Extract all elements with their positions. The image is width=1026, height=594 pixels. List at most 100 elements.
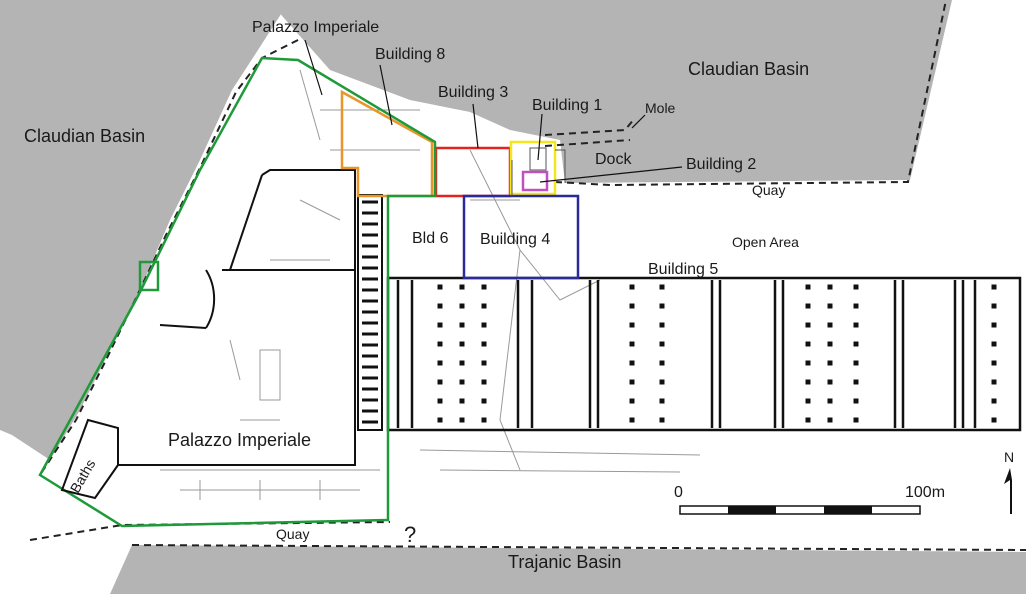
building-5-pier [459, 398, 465, 404]
building-5-pier [805, 303, 811, 309]
quay-bottom-label: Quay [276, 526, 309, 542]
baths-block [60, 418, 119, 500]
building-1-leader [537, 113, 543, 161]
building-5-pier [629, 303, 635, 309]
building-5-pier [991, 284, 997, 290]
building-5-warehouse [386, 276, 1022, 432]
building-5-pier [991, 417, 997, 423]
building-5-pier [629, 417, 635, 423]
palazzo-diagonal-wall [159, 174, 263, 329]
building-5-pier [805, 284, 811, 290]
trajanic-basin-water [110, 545, 1026, 594]
building-5-pier [991, 360, 997, 366]
building-5-pier [853, 379, 859, 385]
building-5-pier [481, 303, 487, 309]
building-8-outline [340, 89, 434, 198]
map-labels: Claudian Basin Claudian Basin Trajanic B… [24, 19, 809, 572]
scale-bar: 0 100m [674, 484, 945, 515]
palazzo-imperiale-top-label: Palazzo Imperiale [252, 19, 379, 36]
claudian-basin-left-label: Claudian Basin [24, 126, 145, 146]
building-8-leader [379, 64, 393, 126]
building-5-pier [481, 341, 487, 347]
building-5-pier [805, 379, 811, 385]
faint-traces [160, 69, 701, 500]
building-5-pier [659, 360, 665, 366]
building-5-pier [437, 379, 443, 385]
building-5-pier [659, 303, 665, 309]
building-5-pier [659, 284, 665, 290]
building-5-pier [827, 322, 833, 328]
palazzo-top-leader [304, 39, 323, 96]
dock-label: Dock [595, 151, 632, 168]
building-5-pier [805, 360, 811, 366]
building-5-dividers [396, 280, 977, 428]
claudian-basin-left-water [0, 0, 290, 460]
mole-label: Mole [645, 100, 676, 116]
building-5-pier [853, 417, 859, 423]
building-5-pier [459, 417, 465, 423]
building-2-outline [521, 170, 549, 192]
claudian-basin-right-water [268, 0, 952, 183]
building-5-pier [459, 303, 465, 309]
north-arrow-icon [1004, 468, 1012, 514]
building-5-pier [629, 379, 635, 385]
building-5-pier [437, 417, 443, 423]
trajanic-shore [131, 544, 1026, 551]
building-4-label: Building 4 [480, 231, 550, 248]
building-5-pier [659, 379, 665, 385]
building-5-pier [629, 341, 635, 347]
building-5-pier [659, 341, 665, 347]
scale-end-label: 100m [905, 484, 945, 501]
building-5-pier [991, 341, 997, 347]
palazzo-green-outline [38, 56, 437, 528]
colonnade-ticks [362, 200, 378, 424]
building-5-pier [459, 284, 465, 290]
building-5-pier [481, 398, 487, 404]
quay-right-shore [554, 0, 947, 187]
palazzo-north-wing [222, 169, 356, 271]
building-5-pier [437, 284, 443, 290]
building-5-pier [659, 322, 665, 328]
building-5-pier [437, 322, 443, 328]
building-5-pier [481, 417, 487, 423]
palazzo-imperiale-main-label: Palazzo Imperiale [168, 430, 311, 450]
building-2-label: Building 2 [686, 156, 756, 173]
building-5-pier [437, 360, 443, 366]
building-5-pier [991, 379, 997, 385]
building-outlines [38, 56, 580, 528]
north-label: N [1004, 449, 1014, 465]
building-2-leader [539, 166, 683, 183]
building-5-pier [827, 360, 833, 366]
building-5-pier [991, 398, 997, 404]
building-5-pier [459, 322, 465, 328]
mole-leader [631, 114, 646, 129]
building-1-outline [509, 140, 557, 196]
building-5-pier [629, 360, 635, 366]
building-5-pier [827, 379, 833, 385]
mole-line [544, 117, 636, 147]
building-5-pier [629, 322, 635, 328]
building-5-pier [659, 417, 665, 423]
building-5-pier [481, 284, 487, 290]
scale-start-label: 0 [674, 484, 683, 501]
building-3-label: Building 3 [438, 84, 508, 101]
building-3-leader [472, 103, 479, 149]
building-5-pier [991, 322, 997, 328]
dock-details [511, 147, 566, 196]
building-5-pier [853, 398, 859, 404]
palazzo-exedra [205, 269, 216, 329]
building-5-pier [481, 360, 487, 366]
building-5-pier [459, 379, 465, 385]
green-tower-outline [138, 260, 160, 292]
building-5-pier [827, 284, 833, 290]
building-5-pier [991, 303, 997, 309]
building-5-outline [386, 276, 1022, 432]
building-1-label: Building 1 [532, 97, 602, 114]
building-5-pier [481, 379, 487, 385]
building-5-pier [827, 303, 833, 309]
building-5-pier [481, 322, 487, 328]
building-5-pier [437, 341, 443, 347]
north-arrow: N [1004, 449, 1014, 514]
